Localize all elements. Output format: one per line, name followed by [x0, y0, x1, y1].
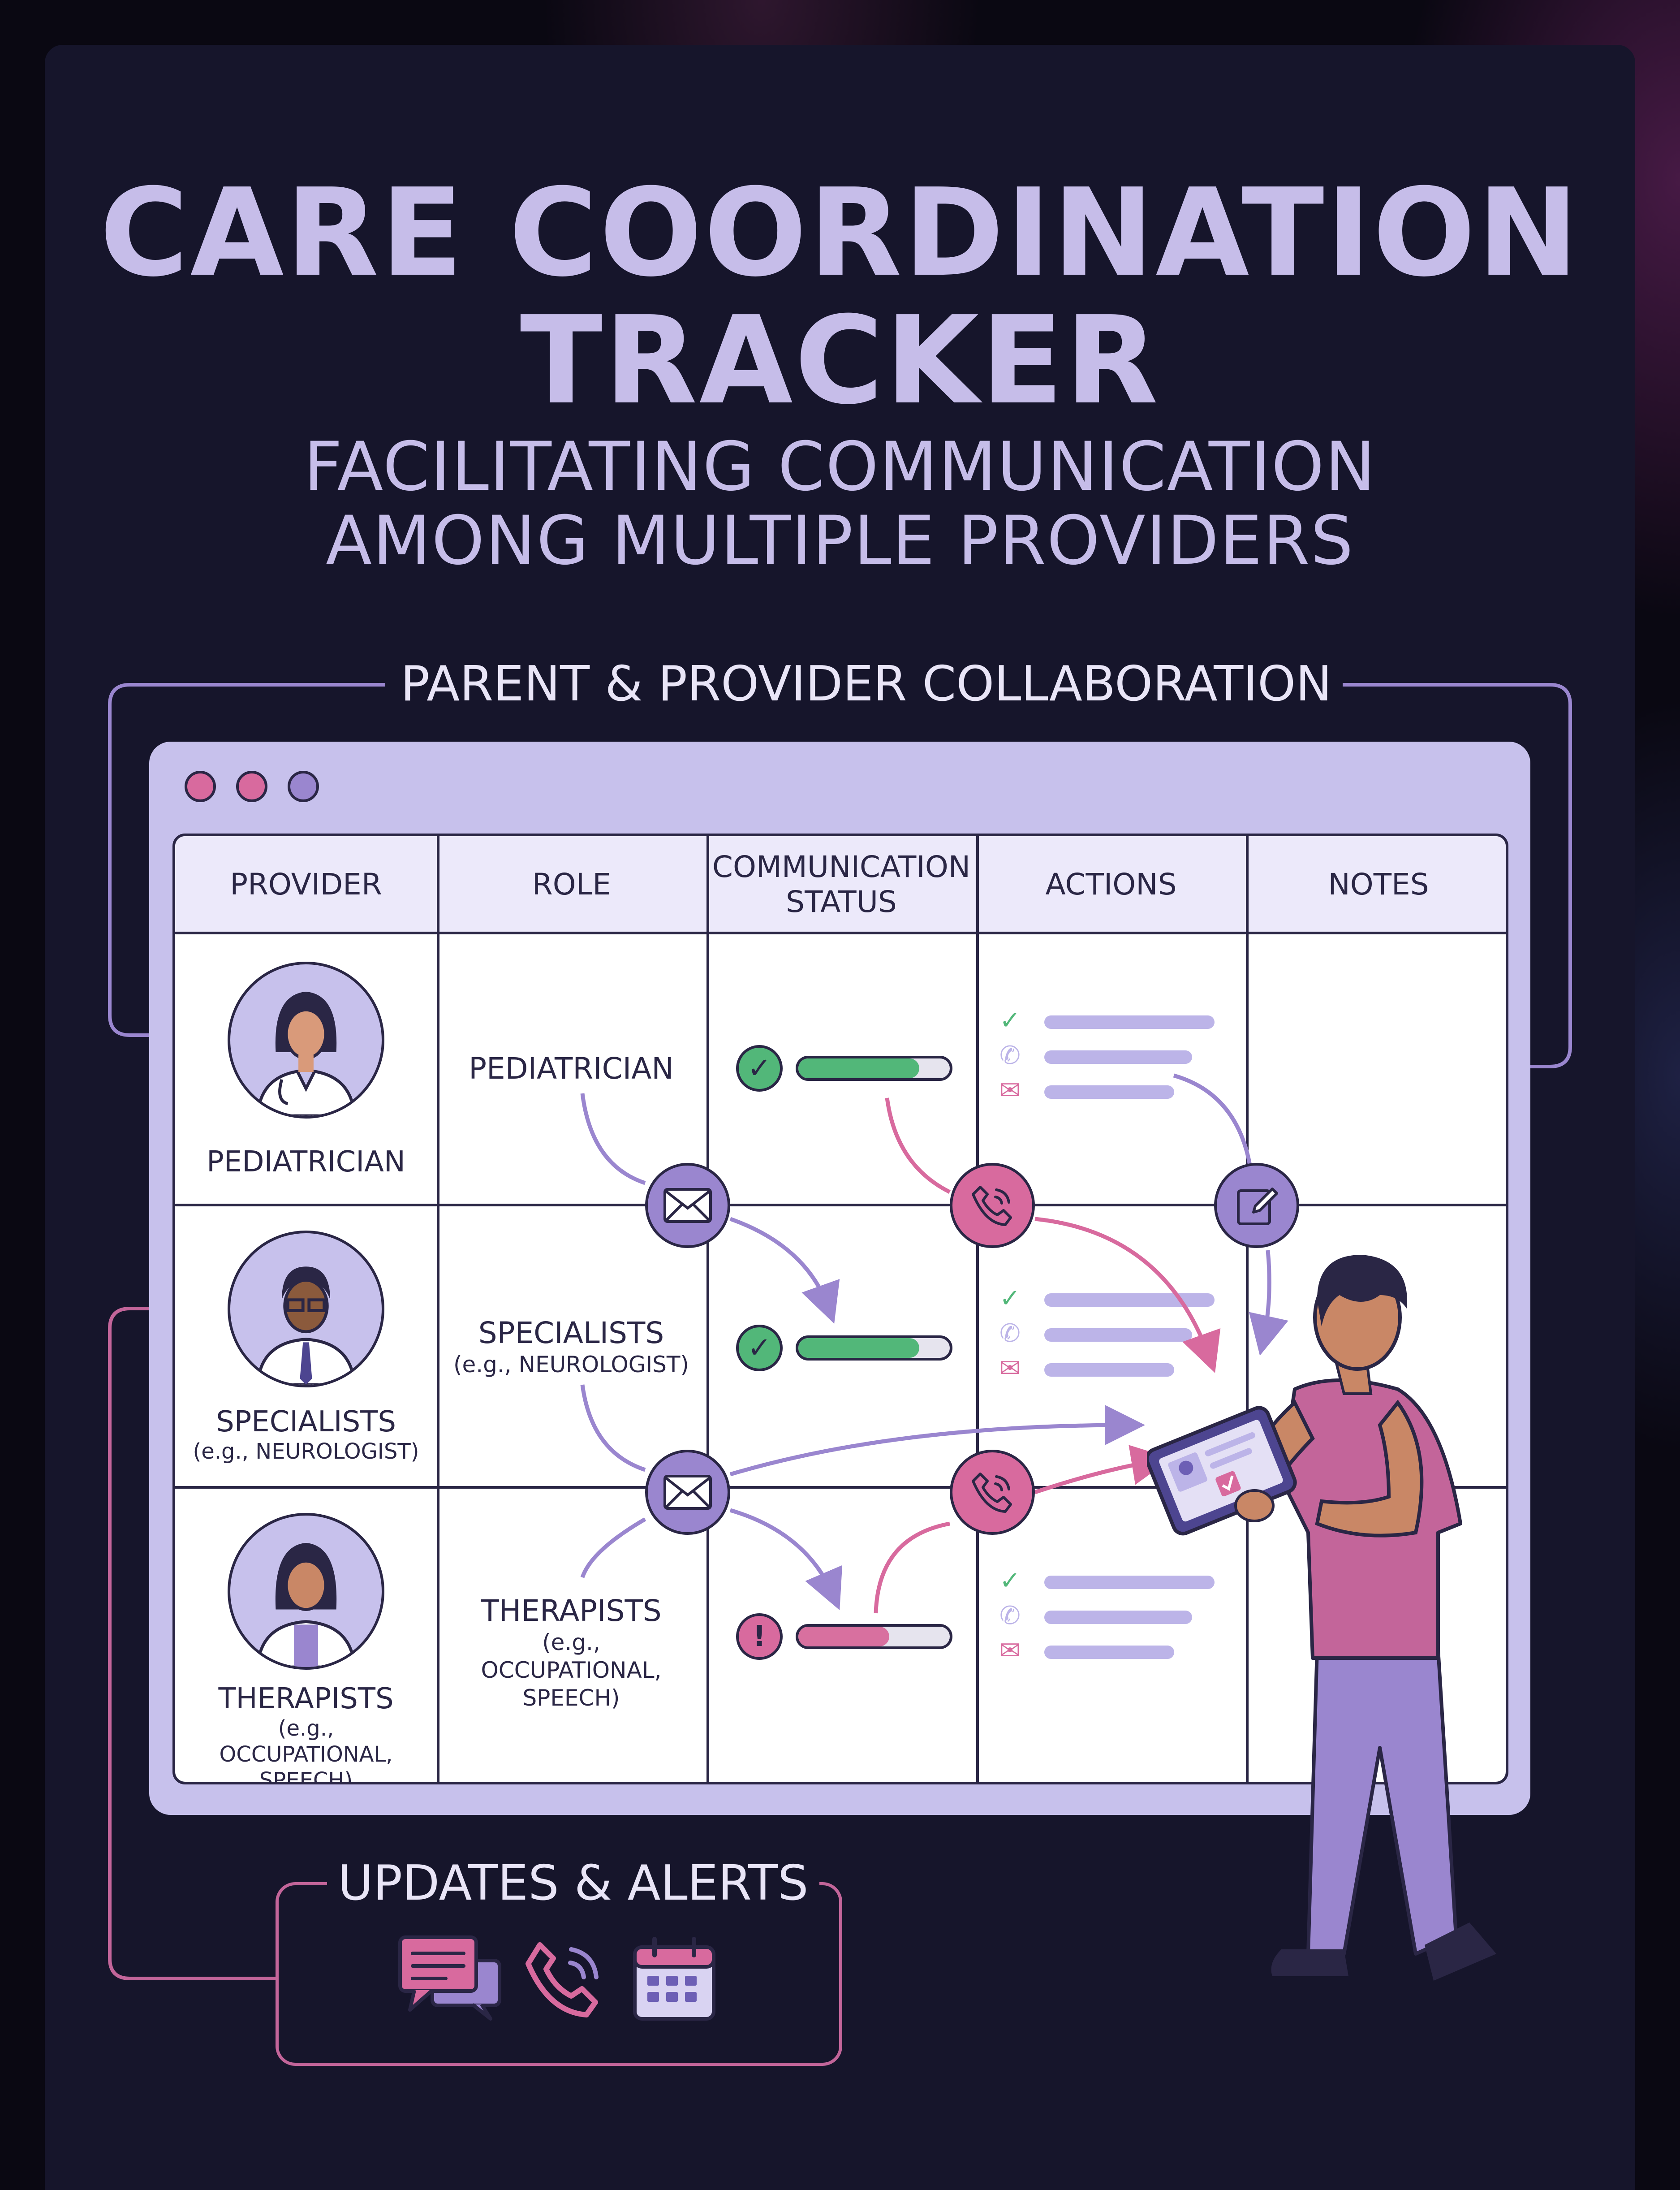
window-minimize-dot[interactable] [236, 771, 267, 802]
column-header-notes: NOTES [1246, 836, 1506, 933]
check-icon: ✓ [999, 1006, 1021, 1035]
status-progress-fill [798, 1627, 889, 1646]
status-progress-fill [798, 1338, 920, 1358]
mail-icon[interactable] [645, 1163, 730, 1248]
role-cell-specialists: SPECIALISTS (e.g., NEUROLOGIST) [446, 1316, 697, 1378]
parent-figure [1147, 1255, 1496, 1981]
mail-icon: ✉ [999, 1076, 1021, 1105]
subtitle-line-1: FACILITATING COMMUNICATION [304, 428, 1376, 506]
role-subtitle: (e.g., NEUROLOGIST) [453, 1352, 689, 1378]
role-name: SPECIALISTS [478, 1316, 664, 1350]
grid-divider [175, 1486, 1506, 1489]
grid-divider [437, 836, 439, 1782]
column-header-provider: PROVIDER [175, 836, 437, 933]
avatar-specialist [228, 1231, 384, 1387]
status-progress-bar [796, 1335, 952, 1361]
avatar-pediatrician [228, 962, 384, 1119]
status-progress-fill [798, 1058, 920, 1078]
status-check-icon: ✓ [736, 1325, 783, 1371]
phone-icon[interactable] [522, 1936, 607, 2021]
phone-icon: ✆ [999, 1319, 1021, 1348]
provider-name: PEDIATRICIAN [207, 1145, 405, 1179]
phone-icon: ✆ [999, 1601, 1021, 1630]
phone-icon[interactable] [950, 1163, 1035, 1248]
grid-divider [706, 836, 709, 1782]
role-subtitle: (e.g., OCCUPATIONAL, SPEECH) [481, 1629, 662, 1711]
grid-divider [175, 932, 1506, 934]
action-item-line [1044, 1050, 1192, 1064]
status-progress-bar [796, 1624, 952, 1649]
action-item-line [1044, 1646, 1174, 1659]
action-item-line [1044, 1085, 1174, 1099]
title-line-2: TRACKER [520, 290, 1160, 431]
action-item-line [1044, 1363, 1174, 1377]
column-header-role: ROLE [437, 836, 706, 933]
status-alert-icon: ! [736, 1613, 783, 1660]
subtitle-line-2: AMONG MULTIPLE PROVIDERS [326, 502, 1354, 580]
provider-name: SPECIALISTS [216, 1405, 396, 1438]
role-name: THERAPISTS [481, 1594, 662, 1628]
avatar-therapist [228, 1513, 384, 1670]
grid-divider [976, 836, 979, 1782]
window-close-dot[interactable] [185, 771, 216, 802]
provider-label-therapists: THERAPISTS (e.g., OCCUPATIONAL, SPEECH) [175, 1682, 437, 1784]
window-maximize-dot[interactable] [288, 771, 319, 802]
mail-icon[interactable] [645, 1450, 730, 1535]
provider-subtitle: (e.g., NEUROLOGIST) [193, 1439, 419, 1464]
grid-divider [175, 1204, 1506, 1206]
status-symbol: ✓ [747, 1052, 771, 1085]
provider-label-specialists: SPECIALISTS (e.g., NEUROLOGIST) [175, 1405, 437, 1464]
section-label-collaboration: PARENT & PROVIDER COLLABORATION [390, 655, 1343, 713]
grid-divider [1246, 836, 1249, 1782]
mail-icon: ✉ [999, 1636, 1021, 1665]
status-check-icon: ✓ [736, 1045, 783, 1092]
check-icon: ✓ [999, 1566, 1021, 1595]
mail-icon: ✉ [999, 1354, 1021, 1383]
phone-icon[interactable] [950, 1450, 1035, 1535]
provider-table: PROVIDER ROLE COMMUNICATION STATUS ACTIO… [172, 834, 1508, 1784]
section-label-updates: UPDATES & ALERTS [327, 1854, 819, 1913]
phone-icon: ✆ [999, 1041, 1021, 1070]
role-name: PEDIATRICIAN [469, 1051, 674, 1086]
role-cell-therapists: THERAPISTS (e.g., OCCUPATIONAL, SPEECH) [446, 1594, 697, 1712]
column-header-actions: ACTIONS [976, 836, 1246, 933]
provider-name: THERAPISTS [218, 1682, 394, 1715]
status-symbol: ! [753, 1620, 766, 1653]
action-item-line [1044, 1611, 1192, 1624]
chat-icon[interactable] [396, 1934, 504, 2023]
status-symbol: ✓ [747, 1331, 771, 1365]
role-cell-pediatrician: PEDIATRICIAN [446, 1051, 697, 1086]
provider-label-pediatrician: PEDIATRICIAN [175, 1145, 437, 1179]
check-icon: ✓ [999, 1284, 1021, 1313]
title-line-1: CARE COORDINATION [99, 162, 1581, 303]
column-header-communication-status: COMMUNICATION STATUS [706, 836, 976, 933]
edit-icon[interactable] [1214, 1163, 1299, 1248]
provider-subtitle: (e.g., OCCUPATIONAL, SPEECH) [219, 1716, 393, 1784]
action-item-line [1044, 1015, 1215, 1029]
status-progress-bar [796, 1056, 952, 1081]
calendar-icon[interactable] [629, 1934, 719, 2023]
action-item-line [1044, 1576, 1215, 1589]
